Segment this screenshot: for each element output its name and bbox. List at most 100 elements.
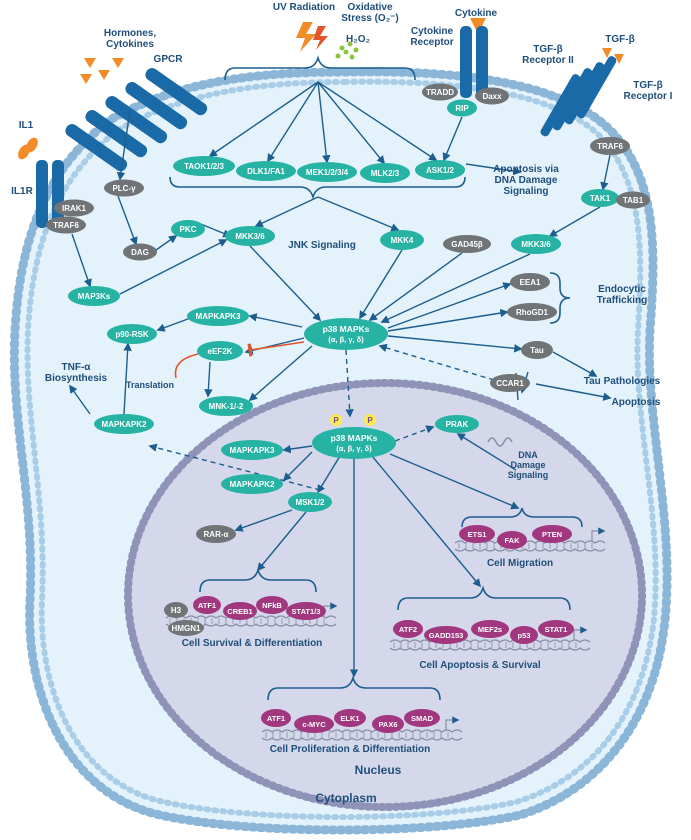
node-msk: MSK1/2: [288, 492, 332, 512]
label-cell-apoptosis: Cell Apoptosis & Survival: [419, 660, 541, 671]
node-tak1-label: TAK1: [590, 194, 611, 203]
label-nucleus: Nucleus: [355, 763, 402, 777]
phosphate-icon: P: [364, 414, 376, 426]
tf-label: ATF1: [267, 714, 285, 723]
node-daxx: Daxx: [475, 87, 509, 105]
node-h3-label: H3: [171, 606, 182, 615]
node-daxx-label: Daxx: [482, 92, 502, 101]
pathway-arrow: [317, 455, 341, 494]
node-taok: TAOK1/2/3: [173, 156, 235, 176]
node-eef2k: eEF2K: [197, 341, 243, 361]
node-map3ks-label: MAP3Ks: [78, 292, 111, 301]
node-plc-label: PLC-γ: [112, 184, 136, 193]
node-irak1-label: IRAK1: [62, 204, 87, 213]
label-hormones: Hormones,Cytokines: [104, 28, 156, 50]
tf-label: STAT1/3: [292, 607, 321, 616]
node-h3: H3: [164, 602, 188, 618]
label-apoptosis: Apoptosis: [612, 397, 661, 408]
cell-membrane-inner: [24, 78, 659, 820]
pathway-arrow: [282, 444, 313, 454]
node-traf6-tgf: TRAF6: [590, 137, 630, 155]
label-cell-migration: Cell Migration: [487, 558, 553, 569]
nuclear-p38-line2: (α, β, γ, δ): [336, 444, 372, 453]
node-dag-label: DAG: [131, 248, 149, 257]
tf-node: PAX6: [372, 715, 404, 733]
node-pkc-label: PKC: [180, 225, 197, 234]
node-mek: MEK1/2/3/4: [297, 162, 357, 182]
cytokine-receptor-icon: [460, 26, 488, 98]
node-mkk36-left-label: MKK3/6: [235, 232, 265, 241]
node-taok-label: TAOK1/2/3: [184, 162, 224, 171]
node-tak1: TAK1: [581, 189, 619, 207]
tf-label: CREB1: [227, 607, 252, 616]
node-ask-label: ASK1/2: [426, 166, 455, 175]
tf-node: FAK: [497, 531, 527, 549]
node-mkk36-right: MKK3/6: [511, 234, 561, 254]
pathway-arrow: [317, 81, 386, 165]
pathway-arrow: [254, 196, 319, 227]
map3k-bracket: [169, 176, 466, 200]
node-plc: PLC-γ: [104, 179, 144, 197]
node-mkk36-right-label: MKK3/6: [521, 240, 551, 249]
node-mapkapk3: MAPKAPK3: [187, 306, 249, 326]
node-msk-label: MSK1/2: [296, 498, 325, 507]
tf-label: PAX6: [378, 720, 397, 729]
node-rar: RAR-α: [196, 525, 236, 543]
pathway-arrow: [371, 455, 482, 588]
tf-label: SMAD: [411, 714, 434, 723]
tf-label: c-MYC: [302, 720, 326, 729]
node-mapkapk2-label: MAPKAPK2: [102, 420, 147, 429]
inhibition-line: [247, 341, 305, 357]
tf-node: MEF2s: [471, 620, 509, 638]
tf-label: p53: [518, 631, 531, 640]
pathway-arrow: [69, 384, 91, 415]
tf-node: ETS1: [459, 525, 495, 543]
h2o2-molecule-icon: [335, 41, 359, 60]
pathway-arrow: [378, 343, 495, 381]
tf-node: STAT1: [538, 620, 574, 638]
pathway-arrow: [123, 342, 132, 415]
tf-node: ATF2: [393, 620, 423, 638]
tf-brackets: [199, 507, 583, 701]
node-ccar1-label: CCAR1: [496, 379, 524, 388]
node-mnk-label: MNK-1/-2: [209, 402, 244, 411]
pathway-arrow: [548, 206, 601, 237]
node-dlk: DLK1/FA1: [236, 161, 296, 181]
pathway-arrow: [71, 233, 92, 288]
node-mapkapk2-label: MAPKAPK2: [230, 480, 275, 489]
stimulus-bracket: [224, 55, 416, 81]
tf-node: c-MYC: [294, 715, 334, 733]
node-eef2k-label: eEF2K: [208, 347, 233, 356]
tf-label: FAK: [505, 536, 521, 545]
node-irak1: IRAK1: [54, 199, 94, 217]
node-eea1: EEA1: [510, 273, 550, 291]
label-translation: Translation: [126, 380, 174, 390]
tf-label: ELK1: [340, 714, 359, 723]
node-tau-label: Tau: [530, 346, 544, 355]
node-pkc: PKC: [171, 220, 205, 238]
node-tau: Tau: [521, 341, 553, 359]
node-mapkapk3-label: MAPKAPK3: [196, 312, 241, 321]
pathway-arrow: [389, 453, 520, 510]
pathway-arrow: [117, 195, 138, 246]
svg-text:P: P: [333, 416, 339, 425]
pathway-arrow: [465, 163, 522, 176]
tf-node: STAT1/3: [286, 602, 326, 620]
label-cell-proliferation: Cell Proliferation & Differentiation: [270, 744, 431, 755]
node-tradd: TRADD: [422, 83, 458, 101]
tf-label: ATF2: [399, 625, 417, 634]
cytoplasmic-p38-line2: (α, β, γ, δ): [328, 335, 364, 344]
translation-inhibition-line: [174, 353, 199, 379]
node-mek-label: MEK1/2/3/4: [306, 168, 349, 177]
node-mapkapk3: MAPKAPK3: [221, 440, 283, 460]
phosphate-icon: P: [330, 414, 342, 426]
pathway-arrow: [535, 383, 612, 401]
